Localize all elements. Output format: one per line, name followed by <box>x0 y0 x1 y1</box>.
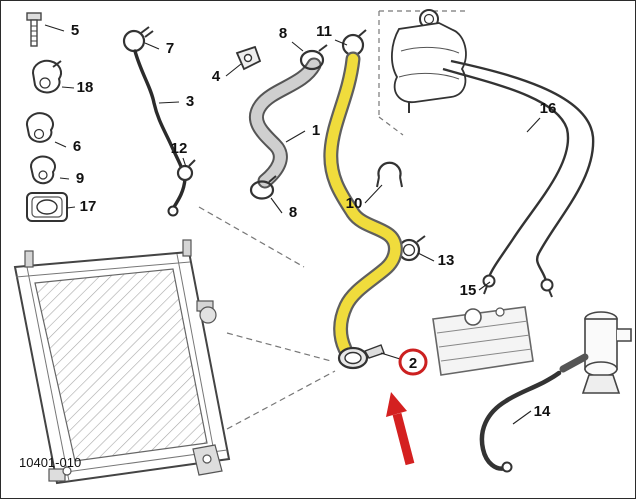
hose-3 <box>133 49 187 217</box>
radiator-illustration <box>13 239 231 485</box>
clamp-11 <box>341 29 367 57</box>
hose-2-highlighted <box>323 51 403 370</box>
callout-8-upper[interactable]: 8 <box>279 25 287 42</box>
valve-cover-illustration <box>432 306 534 376</box>
callout-17[interactable]: 17 <box>80 198 97 215</box>
callout-12[interactable]: 12 <box>171 140 188 157</box>
bolt-5 <box>26 12 42 47</box>
selected-callout-2[interactable]: 2 <box>398 348 428 376</box>
hose-14 <box>479 370 562 473</box>
bracket-4 <box>235 45 262 71</box>
clamp-10 <box>376 161 403 188</box>
arrow-shaft <box>392 412 415 466</box>
arrow-head <box>386 392 407 417</box>
callout-6[interactable]: 6 <box>73 138 81 155</box>
expansion-tank-illustration <box>378 9 469 136</box>
thermostat-housing-illustration <box>559 311 632 394</box>
callout-3[interactable]: 3 <box>186 93 194 110</box>
bracket-17 <box>26 192 68 222</box>
pipe-assembly-16 <box>442 59 595 298</box>
callout-1[interactable]: 1 <box>312 122 320 139</box>
selected-callout-ring <box>398 348 428 376</box>
clamp-8-upper <box>299 44 328 71</box>
callout-4[interactable]: 4 <box>212 68 221 85</box>
callout-13[interactable]: 13 <box>438 252 455 269</box>
callout-10[interactable]: 10 <box>346 195 363 212</box>
figure-id: 10401-010 <box>19 455 81 470</box>
callout-9[interactable]: 9 <box>76 170 84 187</box>
selected-callout-number: 2 <box>409 355 417 372</box>
callout-5[interactable]: 5 <box>71 22 79 39</box>
clamp-8-lower <box>249 175 277 200</box>
clamp-18 <box>31 59 62 94</box>
callout-15[interactable]: 15 <box>460 282 477 299</box>
hose-1 <box>248 57 322 189</box>
clamp-9 <box>29 155 56 185</box>
hose-2-highlight-stroke <box>325 53 401 355</box>
callout-7[interactable]: 7 <box>166 40 174 57</box>
callout-8-lower[interactable]: 8 <box>289 204 297 221</box>
clamp-6 <box>25 112 54 143</box>
callout-11[interactable]: 11 <box>316 23 332 40</box>
clamp-13 <box>397 235 426 262</box>
clamp-7 <box>122 26 154 53</box>
leader-lines <box>44 24 541 425</box>
callout-14[interactable]: 14 <box>534 403 551 420</box>
highlight-arrow <box>386 392 415 466</box>
guide-lines <box>198 206 336 430</box>
callout-18[interactable]: 18 <box>77 79 94 96</box>
clamp-12 <box>176 159 196 182</box>
callout-16[interactable]: 16 <box>540 100 557 117</box>
